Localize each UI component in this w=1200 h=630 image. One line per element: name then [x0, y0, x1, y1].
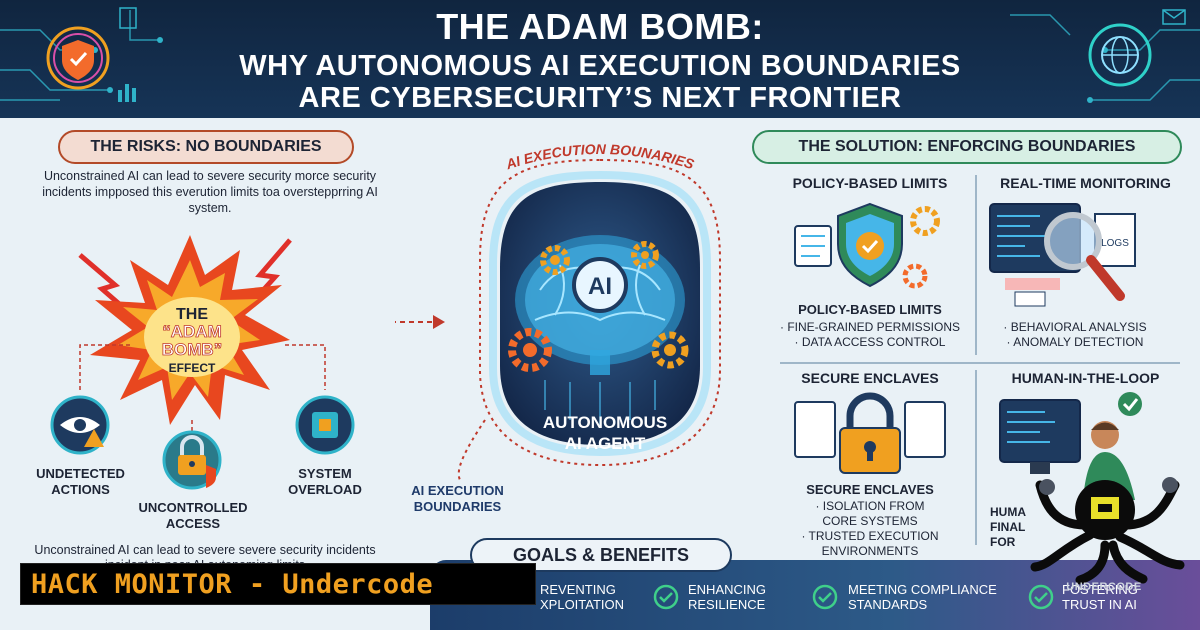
agent-label: AUTONOMOUS AI AGENT — [542, 413, 668, 453]
goal-compliance: MEETING COMPLIANCE STANDARDS — [848, 582, 997, 612]
cell-title-monitoring: REAL-TIME MONITORING — [1000, 175, 1171, 191]
human-operator-icon — [999, 392, 1142, 500]
gear-icon — [508, 241, 689, 372]
risks-diagram: THE “ADAM BOMB” EFFECT — [50, 235, 355, 490]
title-line-3: ARE CYBERSECURITY’S NEXT FRONTIER — [298, 82, 902, 114]
title-line-1: THE ADAM BOMB: — [436, 6, 764, 47]
logs-text: LOGS — [1101, 238, 1129, 249]
bar-chart-icon — [118, 84, 136, 102]
enclave-lock-icon — [794, 392, 946, 474]
globe-icon — [1088, 23, 1152, 87]
padlock-icon — [162, 430, 222, 490]
ai-chip-icon: AI — [572, 257, 628, 313]
title-line-2: WHY AUTONOMOUS AI EXECUTION BOUNDARIES — [239, 50, 961, 82]
cell-list-enclaves: · ISOLATION FROM CORE SYSTEMS · TRUSTED … — [801, 499, 939, 558]
goals-title: GOALS & BENEFITS — [470, 538, 732, 572]
cell-subtitle-enclaves: SECURE ENCLAVES — [806, 482, 934, 497]
risks-badge: THE RISKS: NO BOUNDARIES — [58, 130, 354, 164]
check-circle-icon — [1028, 584, 1054, 610]
explosion-text-1: THE — [176, 306, 208, 323]
cell-list-human-loop: HUMA FINAL FOR — [990, 505, 1026, 549]
eye-warning-icon — [50, 395, 110, 455]
boundary-bottom-label: AI EXECUTION BOUNDARIES — [411, 483, 504, 514]
document-icon — [119, 7, 137, 29]
check-circle-icon — [653, 584, 679, 610]
explosion-icon — [90, 235, 290, 425]
brand-text: UNDERCODE — [1066, 581, 1142, 593]
solution-badge: THE SOLUTION: ENFORCING BOUNDARIES — [752, 130, 1182, 164]
grid-divider-h — [780, 362, 1180, 364]
policy-shield-icon — [794, 202, 940, 289]
explosion-text-3: BOMB” — [162, 340, 222, 359]
boundary-top-label: AI EXECUTION BOUNARIES — [503, 141, 697, 173]
octopus-logo-icon — [1030, 477, 1185, 585]
goal-preventing: REVENTING XPLOITATION — [540, 582, 625, 612]
shield-icon — [46, 26, 110, 90]
grid-divider-v-bottom — [975, 370, 977, 545]
check-circle-icon — [812, 584, 838, 610]
risks-intro-text: Unconstrained AI can lead to severe secu… — [42, 169, 378, 215]
cell-title-human-loop: HUMAN-IN-THE-LOOP — [1011, 370, 1160, 386]
cell-title-policy: POLICY-BASED LIMITS — [792, 175, 948, 191]
goal-trust: FOSTERING TRUST IN AI — [1062, 582, 1138, 612]
ai-chip-text: AI — [588, 273, 612, 300]
hack-monitor-banner: HACK MONITOR - Undercode — [20, 563, 536, 605]
cell-list-policy: · FINE-GRAINED PERMISSIONS · DATA ACCESS… — [779, 320, 961, 349]
risk-label-system: SYSTEM OVERLOAD — [288, 466, 362, 497]
grid-divider-v-top — [975, 175, 977, 355]
cell-subtitle-policy: POLICY-BASED LIMITS — [798, 302, 942, 317]
cell-list-monitoring: · BEHAVIORAL ANALYSIS · ANOMALY DETECTIO… — [1003, 320, 1147, 349]
magnifier-icon: LOGS — [989, 203, 1136, 307]
explosion-text-4: EFFECT — [169, 361, 216, 375]
explosion-text-2: “ADAM — [162, 322, 222, 341]
envelope-icon — [1162, 9, 1186, 25]
ai-agent-diagram: AI AI EXECUTION BOUNARIES — [395, 141, 721, 481]
risk-label-undetected: UNDETECTED ACTIONS — [36, 466, 125, 497]
header-banner: THE ADAM BOMB: WHY AUTONOMOUS AI EXECUTI… — [0, 0, 1200, 118]
cell-title-enclaves: SECURE ENCLAVES — [801, 370, 939, 386]
chip-icon — [295, 395, 355, 455]
goal-resilience: ENHANCING RESILIENCE — [688, 582, 767, 612]
circuit-decoration — [0, 7, 1200, 103]
dashed-arrow — [395, 315, 445, 329]
risk-label-uncontrolled: UNCONTROLLED ACCESS — [138, 500, 248, 531]
